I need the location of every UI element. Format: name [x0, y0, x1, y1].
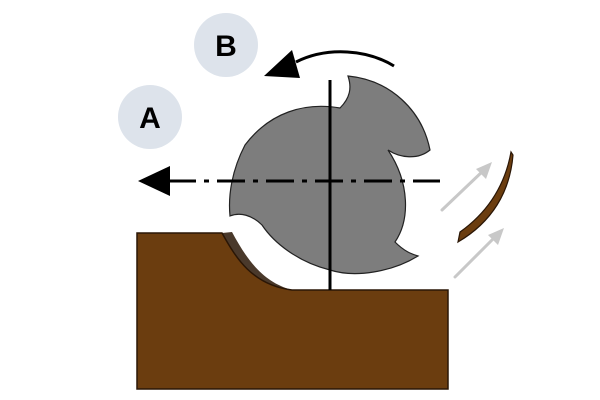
label-a-text: A [139, 102, 161, 135]
chip [457, 150, 514, 244]
counterclockwise-arrow-icon [264, 50, 395, 78]
left-arrow-icon [138, 166, 170, 196]
label-badge-a: A [118, 85, 182, 149]
groove-shadow [222, 232, 292, 290]
label-b-text: B [215, 30, 237, 63]
label-badge-b: B [194, 13, 258, 77]
diagonal-arrow-icon [453, 228, 504, 279]
diagonal-arrow-icon [440, 162, 492, 212]
chip-flow-arrows [440, 162, 504, 279]
cutter-centerlines [168, 80, 440, 290]
